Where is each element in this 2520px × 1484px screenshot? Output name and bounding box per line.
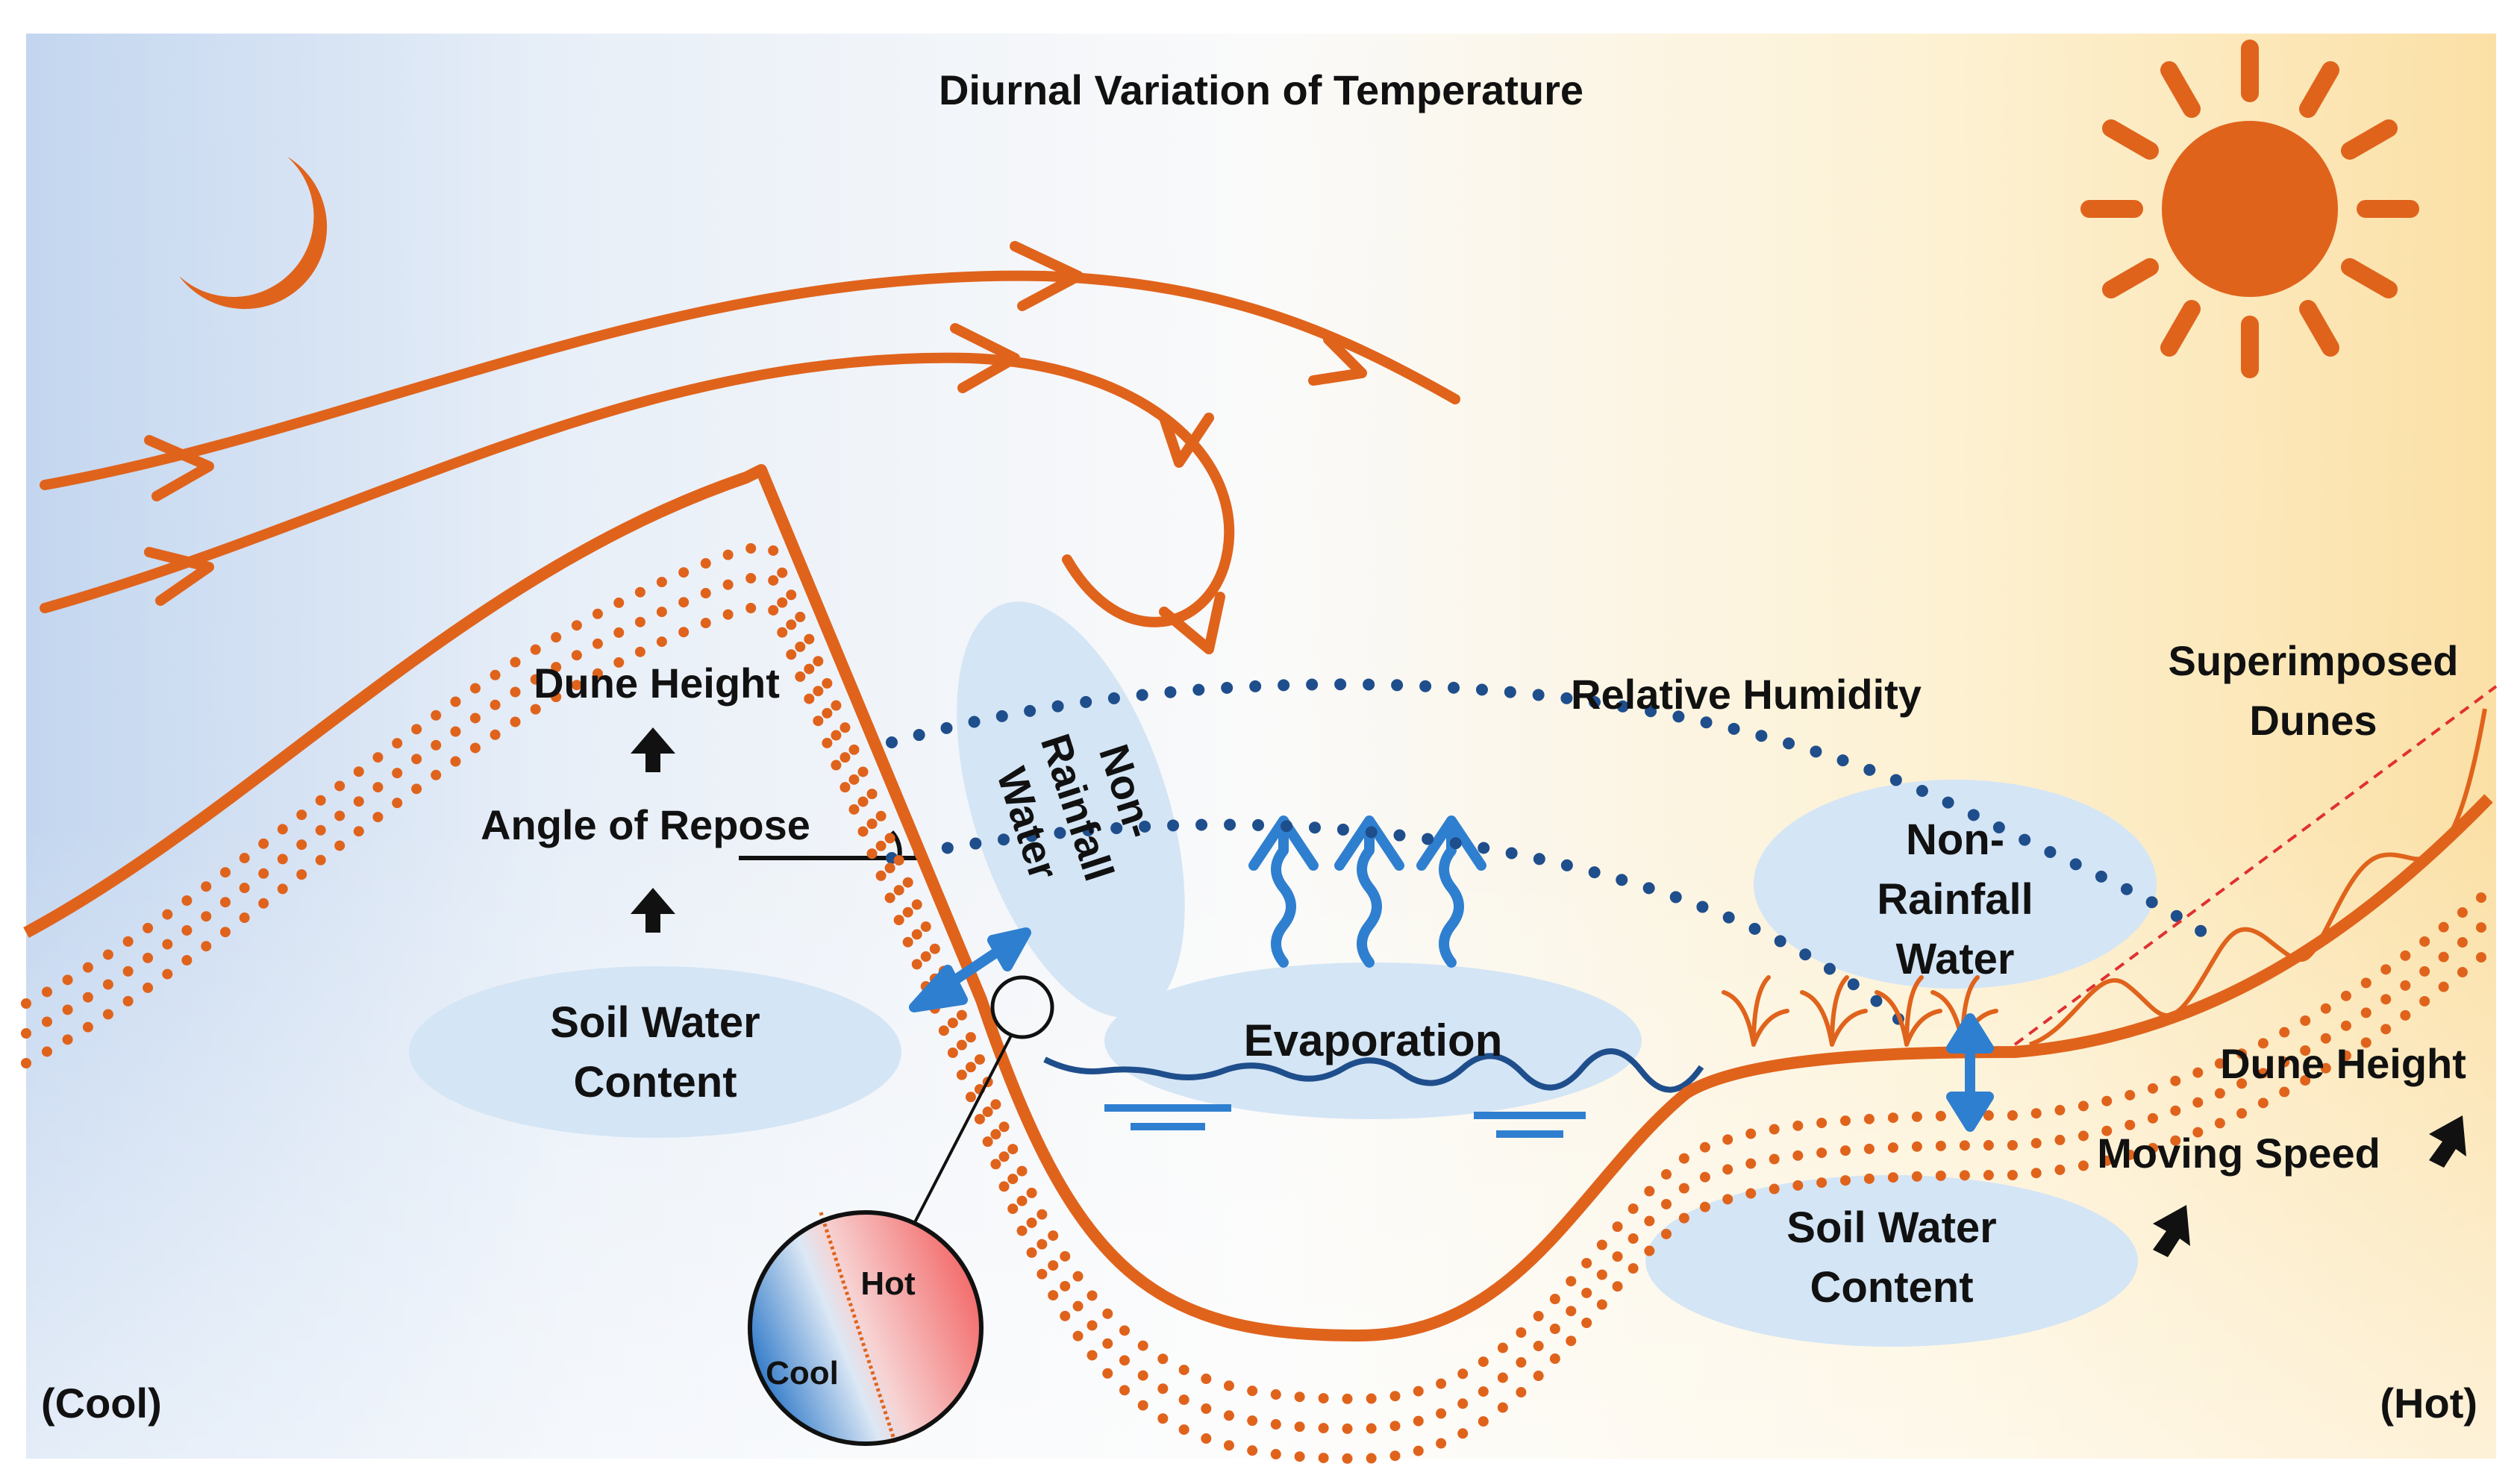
label-relative-humidity: Relative Humidity <box>1571 671 1922 718</box>
dune-surface <box>23 464 2493 1341</box>
wind-arrows <box>40 270 1460 627</box>
label-evaporation: Evaporation <box>1244 1015 1503 1065</box>
evaporation-arrow-icon <box>1248 815 1486 968</box>
evaporation-ellipse <box>1104 962 1642 1119</box>
superimposed-dunes-wave <box>2029 708 2487 1047</box>
sun-icon <box>2080 40 2419 378</box>
label-cool: (Cool) <box>41 1380 162 1427</box>
diagram-title: Diurnal Variation of Temperature <box>939 66 1583 113</box>
wind-chevrons <box>144 241 1367 654</box>
label-soil-water-right-1: Soil Water <box>1786 1203 1996 1252</box>
soil-water-ellipse-right <box>1645 1175 2138 1347</box>
double-arrow-icon <box>909 927 1031 1012</box>
nrw-left-labels: Non- Rainfall Water <box>988 728 1164 886</box>
magnifier-line <box>913 1035 1013 1224</box>
label-dune-height-right: Dune Height <box>2220 1040 2466 1087</box>
temperature-inset <box>715 1177 1016 1479</box>
nrw-ellipse-right <box>1754 780 2157 989</box>
label-inset-hot: Hot <box>860 1265 916 1302</box>
label-nrw-right-2: Rainfall <box>1877 875 2033 924</box>
label-nrw-right-1: Non- <box>1906 815 2004 864</box>
label-superimposed-1: Superimposed <box>2169 637 2459 684</box>
humidity-curve-lower <box>886 818 1916 1036</box>
label-soil-water-left-2: Content <box>573 1058 737 1106</box>
label-moving-speed: Moving Speed <box>2097 1130 2380 1177</box>
label-soil-water-left-1: Soil Water <box>550 998 760 1047</box>
double-arrow-icon-right <box>1946 1013 1994 1132</box>
soil-water-ellipse-left <box>409 966 901 1138</box>
label-hot: (Hot) <box>2380 1380 2477 1427</box>
label-dune-height-left: Dune Height <box>534 660 780 707</box>
magnifier-circle <box>990 975 1054 1039</box>
label-soil-water-right-2: Content <box>1810 1263 1973 1312</box>
humidity-curve-upper <box>886 678 2215 942</box>
label-inset-cool: Cool <box>766 1355 839 1391</box>
up-arrow-icon <box>631 727 2466 1257</box>
water-surface <box>1043 1048 1704 1093</box>
wind-arrow-upper <box>40 270 1460 490</box>
wind-arrow-lower <box>40 352 1235 627</box>
water-level-marks <box>1104 1104 1586 1138</box>
label-angle-of-repose: Angle of Repose <box>481 801 810 848</box>
label-nrw-right-3: Water <box>1896 935 2015 983</box>
nrw-ellipse-left <box>957 601 1185 1018</box>
label-superimposed-2: Dunes <box>2249 697 2377 744</box>
